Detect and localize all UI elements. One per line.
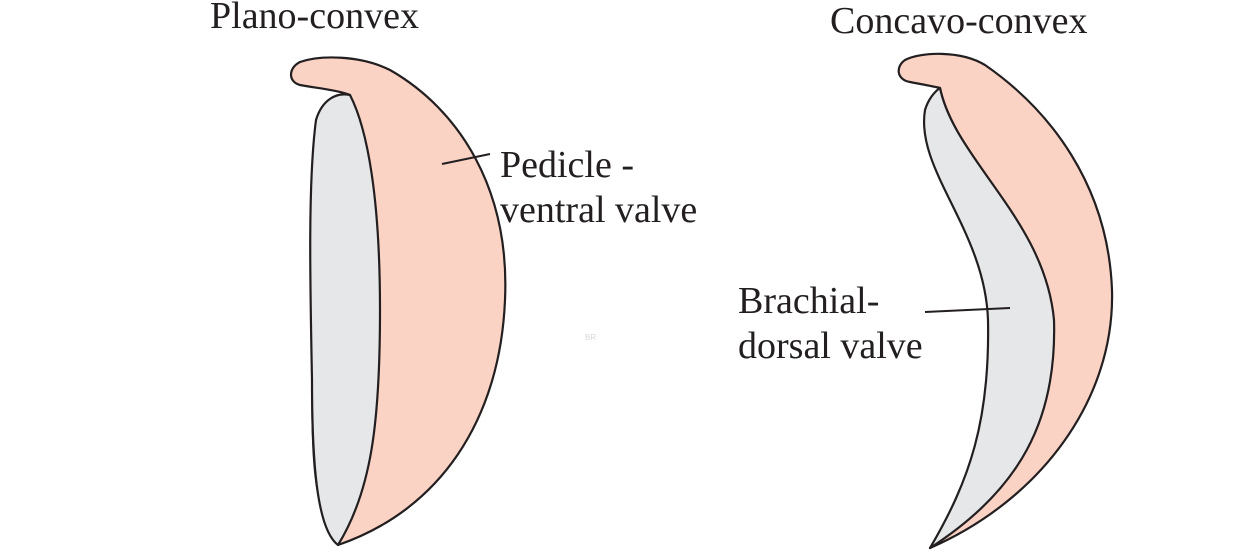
concavo-convex-dorsal-valve (922, 86, 1056, 550)
plano-convex-title: Plano-convex (210, 0, 419, 37)
concavo-convex-title: Concavo-convex (830, 0, 1087, 42)
watermark-text: BR (585, 333, 596, 342)
plano-convex-shell (289, 56, 507, 547)
concavo-convex-shell (897, 52, 1114, 550)
pedicle-label-line-1: Pedicle - (500, 144, 634, 186)
brachial-label-line-2: dorsal valve (738, 325, 923, 367)
brachial-valve-leader-line (924, 307, 1011, 313)
pedicle-valve-leader-line (441, 153, 491, 165)
pedicle-label-line-2: ventral valve (500, 189, 697, 231)
brachial-label-line-1: Brachial- (738, 280, 879, 322)
plano-convex-dorsal-valve (309, 93, 382, 547)
